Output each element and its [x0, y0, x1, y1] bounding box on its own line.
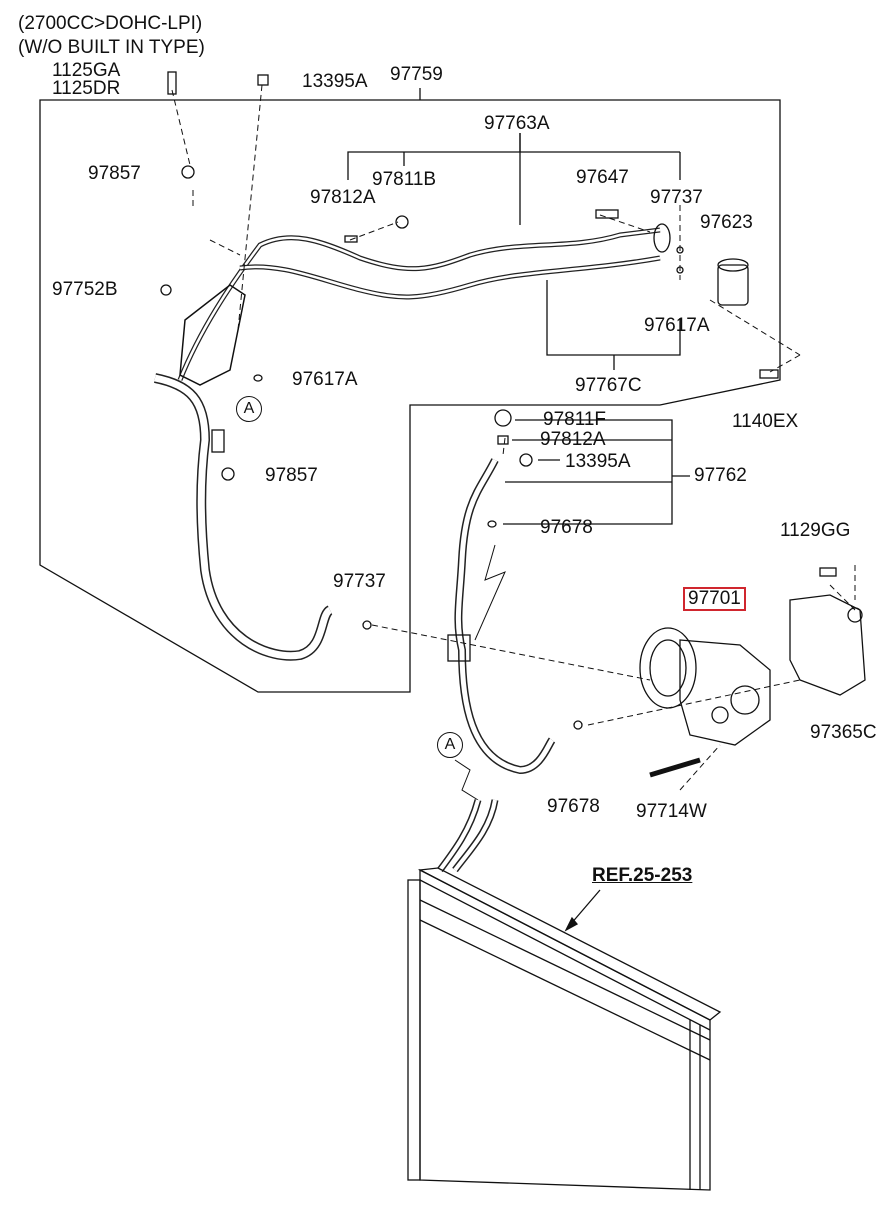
part-label-97752B[interactable]: 97752B [52, 279, 118, 300]
part-label-97857-mid[interactable]: 97857 [265, 465, 318, 486]
part-label-1125DR[interactable]: 1125DR [52, 78, 121, 99]
part-label-97812A-mid[interactable]: 97812A [540, 429, 606, 450]
part-label-97763A[interactable]: 97763A [484, 113, 550, 134]
oring-97678-bottom [573, 720, 583, 730]
oring-97617A-left [253, 374, 263, 382]
reference-label[interactable]: REF.25-253 [592, 865, 693, 886]
compressor-97701 [639, 627, 771, 746]
oring-97678-top [487, 520, 497, 528]
condenser [407, 867, 722, 1191]
cap-97811B [395, 215, 409, 229]
receiver-drier-97623 [717, 258, 749, 306]
header-line-1: (2700CC>DOHC-LPI) [18, 13, 203, 34]
part-label-97857-top[interactable]: 97857 [88, 163, 141, 184]
part-label-97737-top[interactable]: 97737 [650, 187, 703, 208]
nut-13395A-top [257, 74, 269, 86]
part-label-97762[interactable]: 97762 [694, 465, 747, 486]
part-label-97767C[interactable]: 97767C [575, 375, 642, 396]
bracket-97762 [503, 419, 673, 525]
valve-97812A-top [344, 235, 358, 243]
part-label-97647[interactable]: 97647 [576, 167, 629, 188]
part-label-97678-bottom[interactable]: 97678 [547, 796, 600, 817]
part-label-97737-mid[interactable]: 97737 [333, 571, 386, 592]
part-label-13395A-mid[interactable]: 13395A [565, 451, 631, 472]
part-label-97701-highlighted[interactable]: 97701 [683, 587, 746, 611]
oring-97617A-top [676, 266, 684, 274]
part-label-97811B[interactable]: 97811B [372, 169, 437, 190]
bolt-97647 [595, 209, 619, 219]
bolt-97714W [649, 757, 701, 778]
part-label-97623[interactable]: 97623 [700, 212, 753, 233]
part-label-1125GA[interactable]: 1125GA [52, 60, 121, 81]
header-line-2: (W/O BUILT IN TYPE) [18, 37, 205, 58]
part-label-97617A-right[interactable]: 97617A [644, 315, 710, 336]
block-fitting [653, 223, 671, 253]
part-label-1140EX[interactable]: 1140EX [732, 411, 799, 432]
hose-clamp-block [447, 634, 471, 662]
oring-97737-top [676, 246, 684, 254]
part-label-97811F[interactable]: 97811F [543, 409, 607, 430]
nut-13395A-mid [519, 453, 533, 467]
bolt-1129GG [819, 567, 837, 577]
part-label-1129GG[interactable]: 1129GG [780, 520, 851, 541]
muffler-block [179, 284, 246, 386]
part-label-97714W[interactable]: 97714W [636, 801, 707, 822]
nut-97857-top [181, 165, 195, 179]
part-label-13395A-top[interactable]: 13395A [302, 71, 368, 92]
cap-97811F [494, 409, 512, 427]
switch-97752B [160, 284, 172, 296]
group-97759-outline [39, 88, 781, 693]
bolt-1125GA [167, 71, 177, 95]
part-label-97759[interactable]: 97759 [390, 64, 443, 85]
part-label-97812A-top[interactable]: 97812A [310, 187, 376, 208]
part-label-97678-top[interactable]: 97678 [540, 517, 593, 538]
connection-marker-a-top: A [236, 396, 262, 422]
hose-97763A [177, 227, 661, 381]
connection-marker-a-bottom: A [437, 732, 463, 758]
nut-97857-mid [221, 467, 235, 481]
oring-97737-mid [362, 620, 372, 630]
part-label-97365C[interactable]: 97365C [810, 722, 877, 743]
clamp [211, 429, 225, 453]
bolt-1140EX [759, 369, 779, 379]
valve-97812A-mid [497, 435, 509, 445]
part-label-97617A-left[interactable]: 97617A [292, 369, 358, 390]
bracket-97365C [789, 594, 866, 696]
